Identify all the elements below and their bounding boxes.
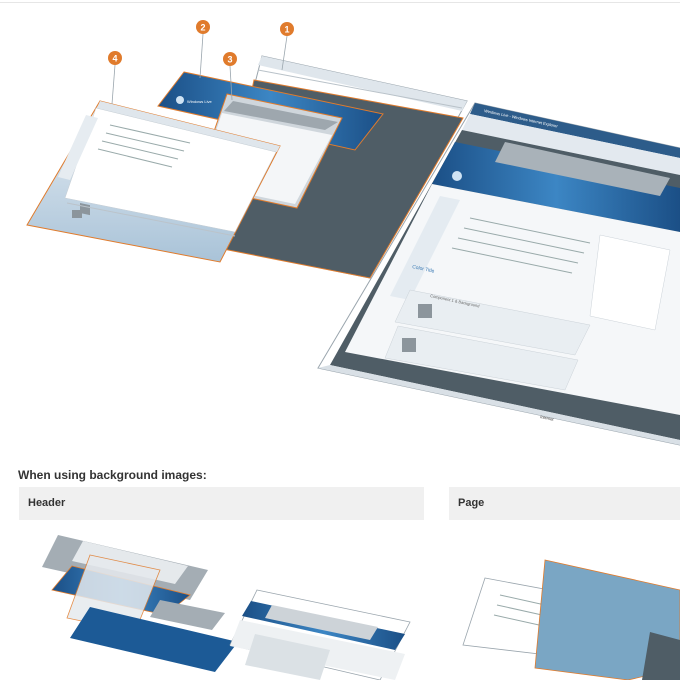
section-title: When using background images: — [18, 468, 207, 482]
status-text: Internet — [540, 414, 555, 422]
callout-3: 3 — [223, 52, 237, 66]
header-panel: Header — [19, 487, 424, 520]
header-logo-text: Windows Live — [187, 99, 212, 104]
svg-text:4: 4 — [112, 54, 117, 64]
callout-1: 1 — [280, 22, 294, 36]
header-bg-illustration — [42, 535, 411, 680]
svg-text:3: 3 — [227, 55, 232, 65]
callout-leaders — [111, 33, 288, 105]
top-divider — [0, 2, 680, 3]
color-title-text: Color Title — [412, 264, 435, 275]
svg-text:1: 1 — [284, 25, 289, 35]
composite-browser: Windows Live - Windows Internet Explorer… — [317, 102, 680, 446]
header-panel-label: Header — [28, 497, 66, 509]
page-panel-label: Page — [458, 497, 485, 509]
callout-2: 2 — [196, 20, 210, 34]
layer-4-page — [26, 100, 281, 263]
page-panel: Page — [449, 487, 680, 520]
page-bg-illustration — [462, 559, 680, 680]
callout-4: 4 — [108, 51, 122, 65]
svg-text:2: 2 — [200, 23, 205, 33]
